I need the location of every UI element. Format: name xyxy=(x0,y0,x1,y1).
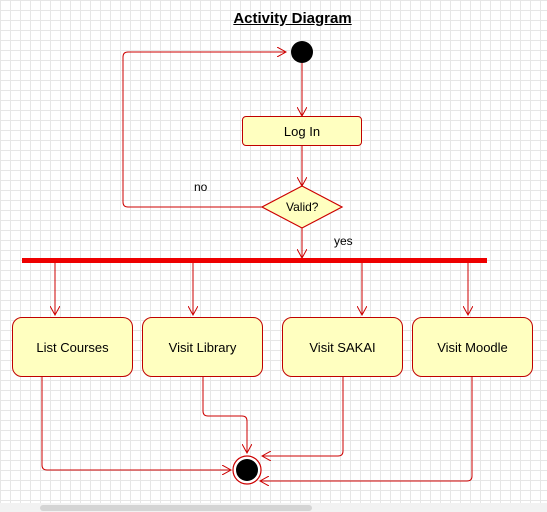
list-courses-activity[interactable]: List Courses xyxy=(12,317,133,377)
list-courses-label: List Courses xyxy=(36,339,109,355)
login-label: Log In xyxy=(283,123,321,139)
edge-list-courses-end xyxy=(41,377,231,470)
diagram-title: Activity Diagram xyxy=(233,10,352,27)
start-node xyxy=(291,41,313,63)
decision-diamond xyxy=(260,185,344,229)
decision-label: Valid? xyxy=(286,200,319,214)
edge-decision-no-loop xyxy=(122,52,286,208)
edge-visit-moodle-end xyxy=(260,377,473,481)
visit-library-activity[interactable]: Visit Library xyxy=(142,317,263,377)
visit-library-label: Visit Library xyxy=(168,339,237,355)
no-branch-label: no xyxy=(194,180,208,194)
login-activity[interactable]: Log In xyxy=(242,116,362,146)
horizontal-scrollbar[interactable] xyxy=(0,503,547,512)
visit-sakai-activity[interactable]: Visit SAKAI xyxy=(282,317,403,377)
end-node xyxy=(236,459,258,481)
scrollbar-thumb[interactable] xyxy=(40,505,312,511)
edge-visit-library-end xyxy=(202,377,247,453)
yes-branch-label: yes xyxy=(334,234,353,248)
visit-moodle-label: Visit Moodle xyxy=(437,339,508,355)
visit-moodle-activity[interactable]: Visit Moodle xyxy=(412,317,533,377)
fork-bar xyxy=(22,258,487,263)
edge-visit-sakai-end xyxy=(262,377,344,456)
visit-sakai-label: Visit SAKAI xyxy=(309,339,376,355)
